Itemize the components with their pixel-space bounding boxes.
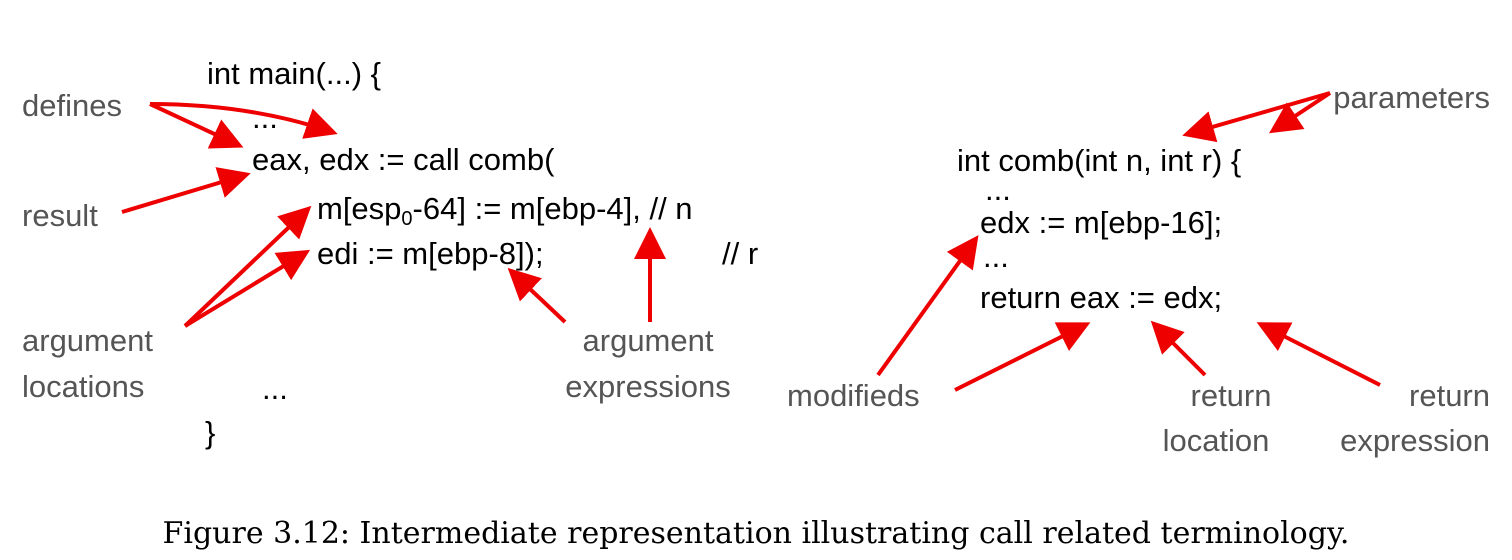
comb-line-3: edx := m[ebp-16]; (980, 205, 1222, 240)
label-return-expression-line-1: return (1409, 378, 1490, 413)
arrow-result (121, 167, 251, 214)
main-line-3: eax, edx := call comb( (252, 142, 555, 177)
comb-line-2: ... (985, 172, 1011, 207)
main-line-4-subscript: 0 (401, 208, 412, 230)
arrow-argument-expression-ebp-8 (507, 267, 567, 324)
label-argument-locations-line-2: locations (22, 369, 144, 404)
comb-code-block: int comb(int n, int r) { ... edx := m[eb… (957, 143, 1241, 315)
arrow-return-expression (1256, 322, 1381, 387)
main-line-4: m[esp0-64] := m[ebp-4], // n (317, 191, 693, 230)
annotation-labels: defines result argument locations argume… (22, 80, 1490, 458)
label-return-location-line-2: location (1163, 423, 1270, 458)
comb-line-1: int comb(int n, int r) { (957, 143, 1241, 178)
arrow-defines-to-edx (149, 102, 244, 149)
main-line-4-post: -64] := m[ebp-4], // n (413, 191, 693, 226)
arrow-defines-to-eax (149, 102, 338, 139)
arrow-parameter-r (1268, 91, 1332, 134)
arrow-argument-location-edi (183, 249, 311, 328)
main-line-4-pre: m[esp (317, 191, 401, 226)
label-defines: defines (22, 88, 122, 123)
arrow-return-location (1150, 320, 1207, 377)
label-argument-expressions-line-1: argument (583, 323, 714, 358)
arrow-modifieds (876, 235, 979, 377)
main-line-6: ... (262, 371, 288, 406)
comb-line-5: return eax := edx; (980, 280, 1222, 315)
main-line-1: int main(...) { (207, 56, 381, 91)
arrow-modifieds-eax (954, 322, 1091, 392)
label-return-expression-line-2: expression (1340, 423, 1490, 458)
label-result: result (22, 198, 98, 233)
label-return-location-line-1: return (1191, 378, 1272, 413)
label-argument-expressions-line-2: expressions (565, 369, 730, 404)
annotation-arrows (121, 91, 1381, 392)
arrow-argument-location-esp (183, 205, 312, 328)
main-code-block: int main(...) { ... eax, edx := call com… (205, 56, 758, 450)
comb-line-4: ... (983, 239, 1009, 274)
main-line-5: edi := m[ebp-8]); (317, 236, 544, 271)
label-parameters: parameters (1333, 80, 1490, 115)
main-line-5-comment: // r (722, 236, 758, 271)
arrow-parameter-n (1182, 91, 1331, 143)
label-argument-locations-line-1: argument (22, 323, 153, 358)
main-line-7: } (205, 415, 215, 450)
figure-caption: Figure 3.12: Intermediate representation… (163, 516, 1350, 551)
label-modifieds: modifieds (787, 378, 920, 413)
